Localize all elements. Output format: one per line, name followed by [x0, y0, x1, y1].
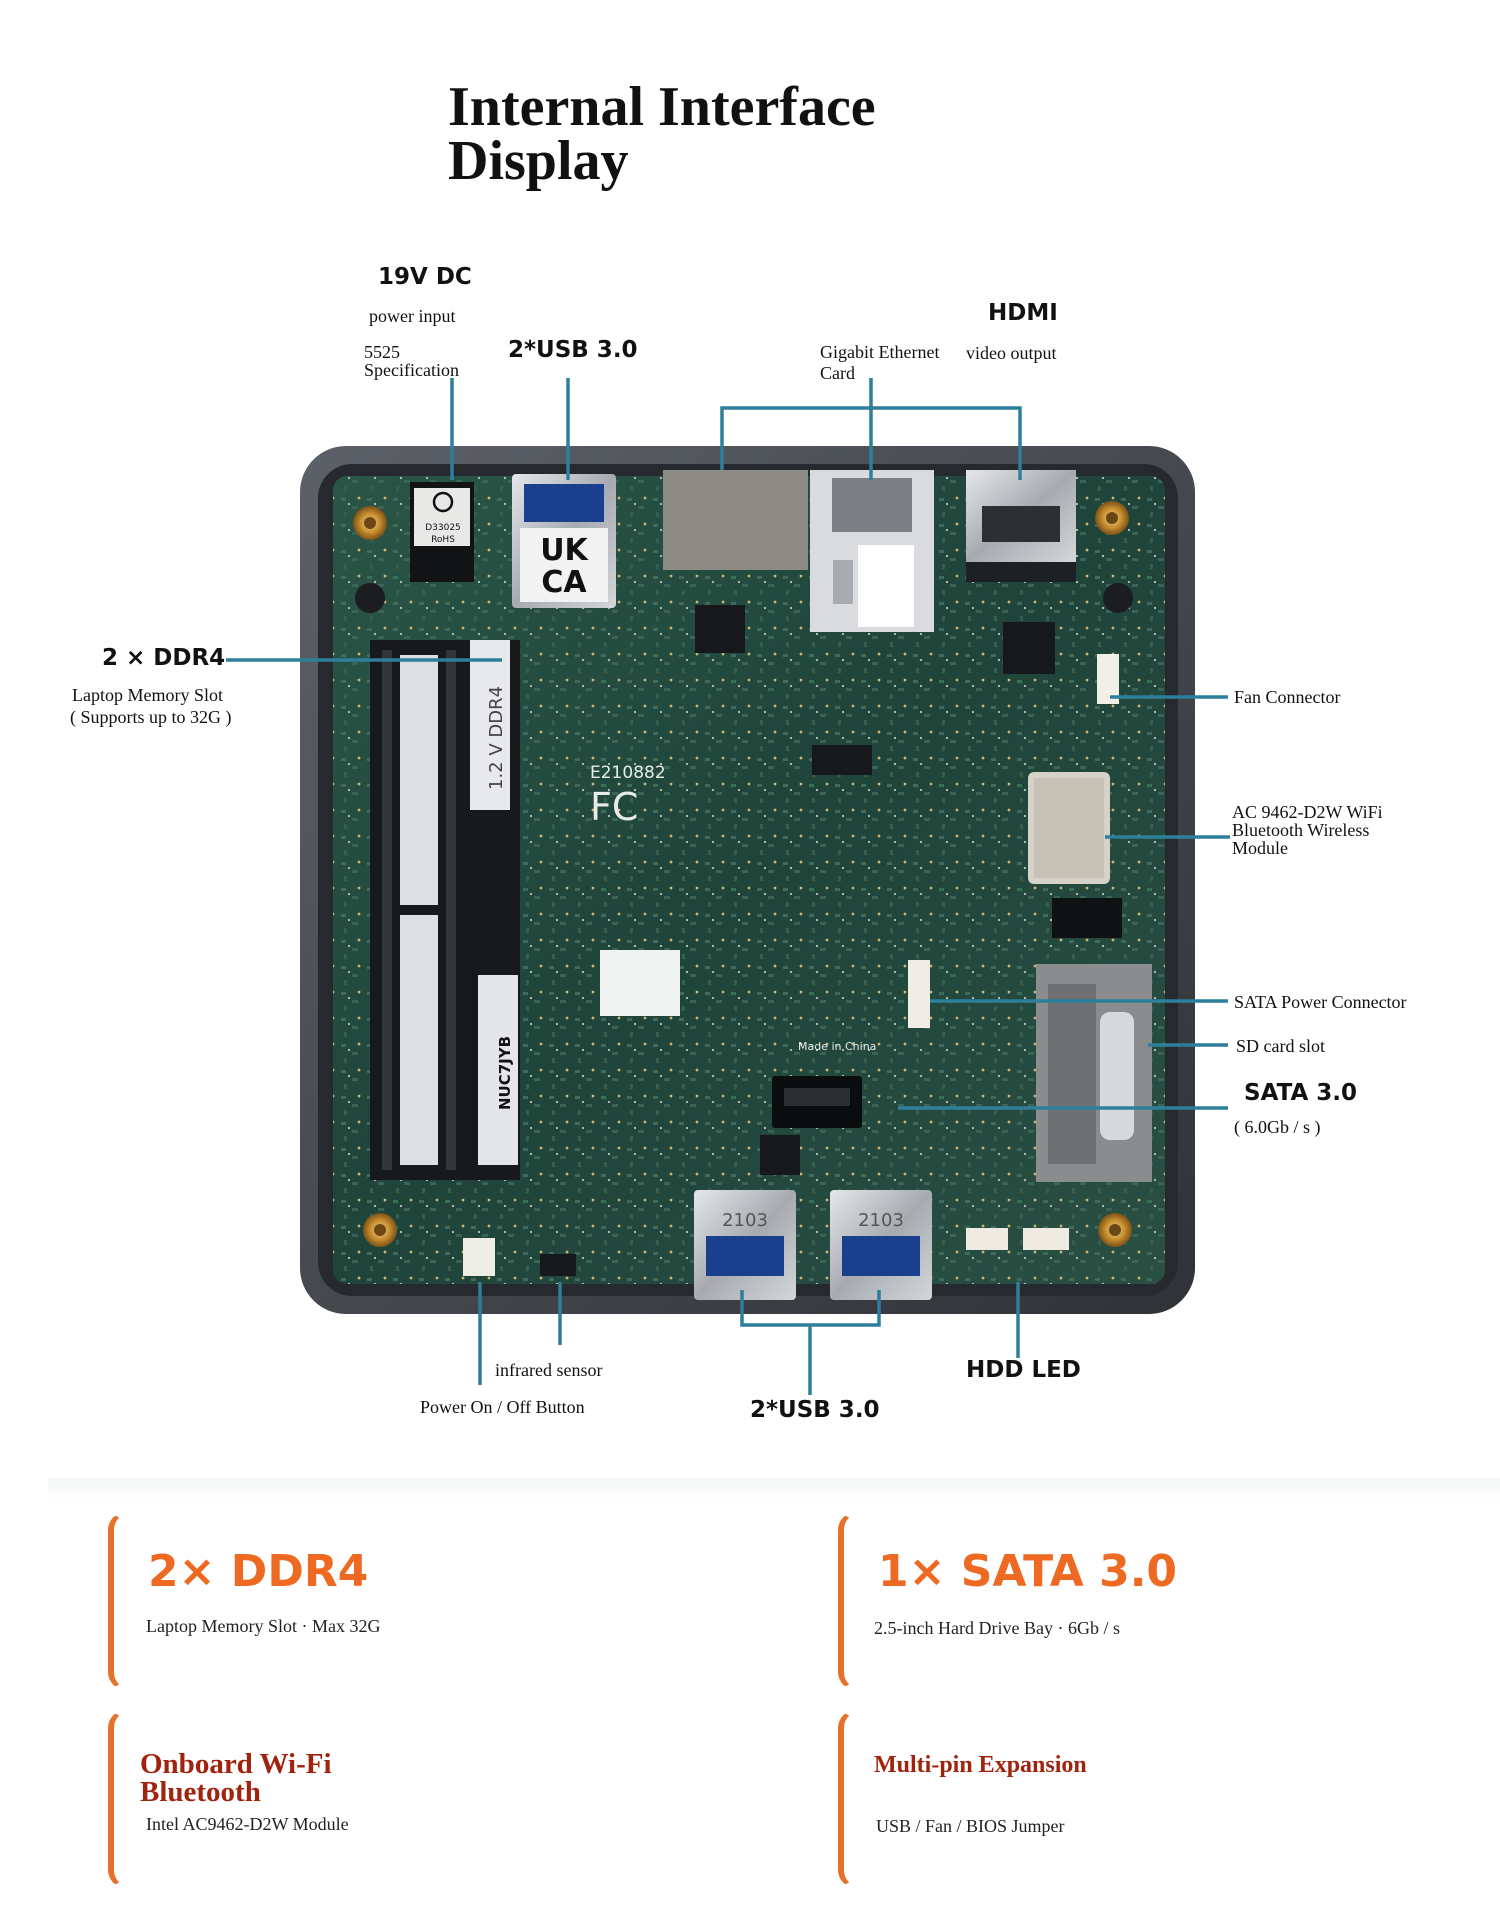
fan-connector: [1097, 654, 1119, 704]
kc-mark: [600, 950, 680, 1016]
dc-stamp-2: RoHS: [431, 535, 455, 545]
lan-shield: [663, 470, 808, 570]
dc-sub-1: power input: [369, 306, 456, 326]
hdd-led-title: HDD LED: [966, 1357, 1081, 1383]
ethernet-label-a: Gigabit Ethernet: [820, 342, 940, 362]
power-button: [463, 1238, 495, 1276]
feature-ddr4-title: 2× DDR4: [148, 1546, 369, 1597]
ddr4-slots: 1.2 V DDR4 NUC7JYB: [370, 640, 520, 1180]
card-bracket: [108, 1710, 130, 1888]
made-in-label: Made in China: [798, 1040, 876, 1053]
hdd-led-header: [966, 1228, 1008, 1250]
page-title: Internal Interface Display: [448, 76, 876, 192]
feature-sata-title: 1× SATA 3.0: [878, 1546, 1178, 1597]
usb-stamp-a: 2103: [722, 1210, 768, 1231]
page-title-line1: Internal Interface: [448, 76, 876, 138]
feature-card-expansion: Multi-pin Expansion USB / Fan / BIOS Jum…: [838, 1710, 1458, 1888]
wifi-label-2: Bluetooth Wireless: [1232, 820, 1370, 840]
power-button-label: Power On / Off Button: [420, 1397, 585, 1417]
ddr4-title: 2 × DDR4: [102, 645, 226, 671]
cert-number: E210882: [590, 763, 666, 783]
card-bracket: [838, 1710, 860, 1888]
wifi-label-3: Module: [1232, 838, 1288, 858]
ddr-label: 1.2 V DDR4: [486, 686, 507, 790]
sd-label: SD card slot: [1236, 1036, 1325, 1056]
fan-label: Fan Connector: [1234, 687, 1341, 707]
ir-sensor: [540, 1254, 576, 1276]
feature-wifi-sub: Intel AC9462-D2W Module: [146, 1814, 349, 1834]
ukca-mark-2: CA: [541, 565, 587, 600]
feature-card-ddr4: 2× DDR4 Laptop Memory Slot · Max 32G: [108, 1512, 728, 1690]
usb-top-title: 2*USB 3.0: [508, 337, 638, 363]
dc-sub-2b: Specification: [364, 360, 459, 380]
usb-stamp-b: 2103: [858, 1210, 904, 1231]
ddr4-sub-1: Laptop Memory Slot: [72, 685, 223, 705]
feature-sata-sub: 2.5-inch Hard Drive Bay · 6Gb / s: [874, 1618, 1120, 1638]
feature-card-wifi: Onboard Wi-Fi Bluetooth Intel AC9462-D2W…: [108, 1710, 728, 1888]
dc-title: 19V DC: [378, 264, 472, 290]
feature-expansion-title: Multi-pin Expansion: [874, 1752, 1087, 1778]
ir-label: infrared sensor: [495, 1360, 603, 1380]
fc-mark: FC: [590, 785, 638, 829]
dc-sub-2a: 5525: [364, 342, 400, 362]
feature-wifi-title-2: Bluetooth: [140, 1776, 261, 1808]
wifi-label-1: AC 9462-D2W WiFi: [1232, 802, 1383, 822]
ethernet-label-b: Card: [820, 363, 855, 383]
ukca-mark-1: UK: [540, 533, 589, 568]
feature-wifi-title-1: Onboard Wi-Fi: [140, 1748, 332, 1780]
card-bracket: [838, 1512, 860, 1690]
features-panel: [48, 1478, 1500, 1929]
model-label: NUC7JYB: [496, 1036, 514, 1110]
feature-expansion-sub: USB / Fan / BIOS Jumper: [876, 1816, 1065, 1836]
sata-sub: ( 6.0Gb / s ): [1234, 1117, 1321, 1137]
board-illustration: D33025 RoHS UK CA: [226, 378, 1230, 1395]
leader-lines: [226, 378, 1230, 1395]
sata-power-connector: [908, 960, 930, 1028]
standoffs: [353, 501, 1133, 1247]
dc-stamp-1: D33025: [425, 523, 461, 533]
page-title-line2: Display: [448, 130, 629, 192]
hdmi-sub: video output: [966, 343, 1057, 363]
usb-bottom-title: 2*USB 3.0: [750, 1397, 880, 1423]
card-bracket: [108, 1512, 130, 1690]
feature-ddr4-sub: Laptop Memory Slot · Max 32G: [146, 1616, 381, 1636]
feature-card-sata: 1× SATA 3.0 2.5-inch Hard Drive Bay · 6G…: [838, 1512, 1458, 1690]
ddr4-sub-2: ( Supports up to 32G ): [70, 707, 232, 727]
sata-title: SATA 3.0: [1244, 1080, 1358, 1106]
hdmi-title: HDMI: [988, 300, 1058, 326]
sata-power-label: SATA Power Connector: [1234, 992, 1407, 1012]
